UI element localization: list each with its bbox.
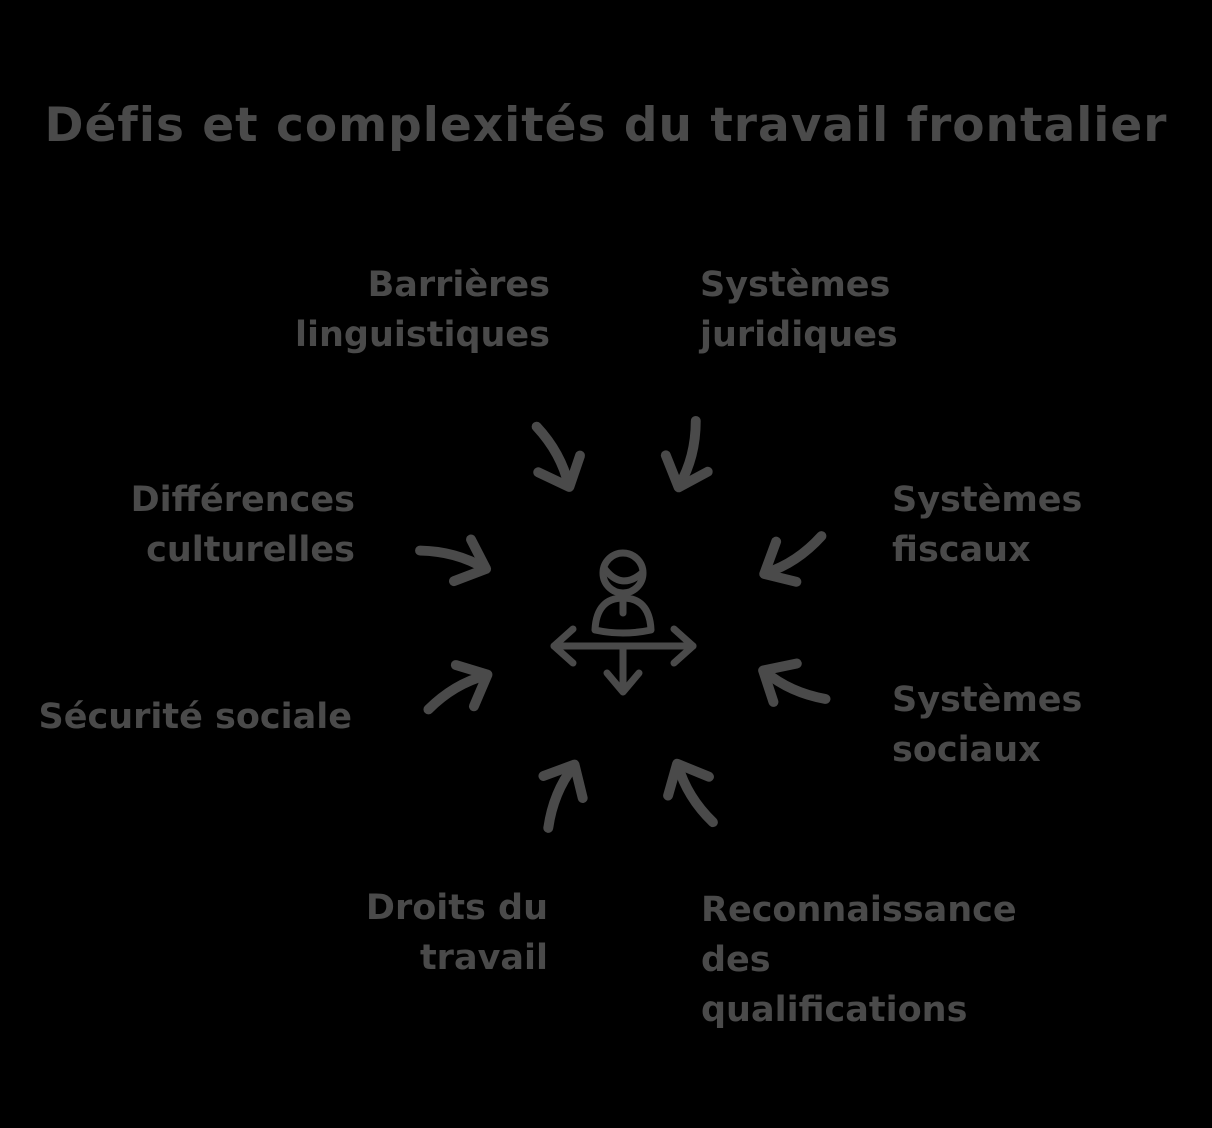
diagram-title: Défis et complexités du travail frontali… xyxy=(44,98,1168,153)
arrow-securite-to-center-icon xyxy=(423,660,493,715)
label-systemes-sociaux: Systèmes sociaux xyxy=(892,680,1083,770)
arrow-reconnaissance-to-center-icon xyxy=(663,758,718,828)
label-systemes-juridiques: Systèmes juridiques xyxy=(700,265,898,355)
label-droits-du-travail: Droits du travail xyxy=(365,888,548,978)
arrow-juridiques-to-center-icon xyxy=(660,415,713,493)
label-barrieres-linguistiques: Barrières linguistiques xyxy=(295,265,550,355)
label-reconnaissance-des-qualifications: Reconnaissance des qualifications xyxy=(701,890,1017,1030)
arrow-droits-to-center-icon xyxy=(538,759,588,833)
arrow-sociaux-to-center-icon xyxy=(758,658,831,707)
person-directions-icon xyxy=(550,549,697,696)
arrow-differences-to-center-icon xyxy=(415,534,492,587)
arrow-fiscaux-to-center-icon xyxy=(759,531,827,587)
label-systemes-fiscaux: Systèmes fiscaux xyxy=(892,480,1083,570)
label-differences-culturelles: Différences culturelles xyxy=(130,480,355,570)
label-securite-sociale: Sécurité sociale xyxy=(38,697,353,737)
arrow-barrieres-to-center-icon xyxy=(531,421,585,492)
